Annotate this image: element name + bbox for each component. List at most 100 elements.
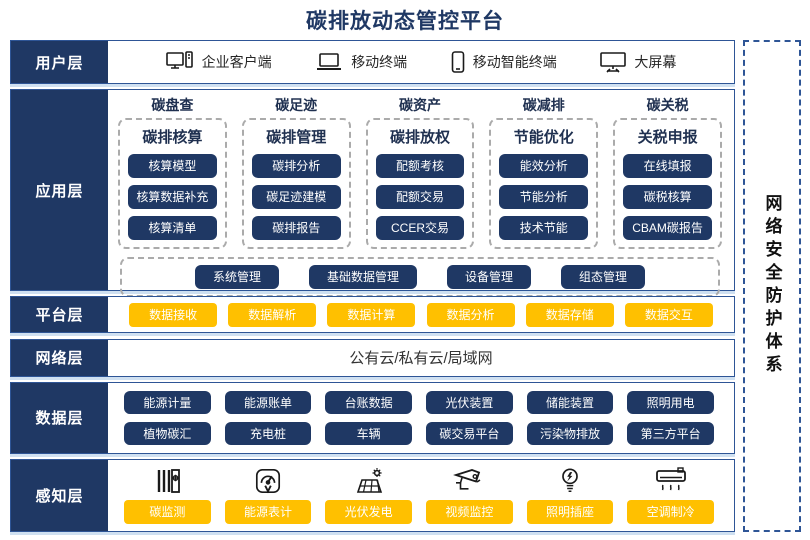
platform-layer-section: 平台层 数据接收 数据解析 数据计算 数据分析 数据存储 数据交互 (10, 296, 735, 334)
app-common-module-button: 设备管理 (447, 265, 532, 290)
data-source-button: 充电桩 (224, 421, 312, 445)
network-layer-label: 网络层 (11, 339, 108, 376)
app-column-box: 碳排核算 核算模型 核算数据补充 核算清单 (118, 118, 227, 250)
user-item-smart-terminal: 移动智能终端 (451, 51, 557, 73)
user-item-label: 移动智能终端 (472, 54, 557, 70)
perception-item-label: 光伏发电 (325, 499, 412, 524)
user-item-label: 企业客户端 (201, 54, 272, 70)
cctv-camera-icon (453, 465, 485, 497)
perception-item-label: 空调制冷 (627, 499, 714, 524)
perception-layer-content: 碳监测 能源表计 光伏发电 视频监控 (108, 460, 734, 531)
page-title: 碳排放动态管控平台 (306, 10, 504, 33)
app-module-button: CCER交易 (375, 216, 465, 241)
perception-item-label: 碳监测 (124, 499, 211, 524)
data-source-button: 植物碳汇 (124, 421, 211, 445)
app-common-module-button: 系统管理 (194, 265, 279, 290)
app-module-button: 在线填报 (623, 154, 712, 179)
data-layer-label: 数据层 (11, 382, 108, 453)
perception-item-energy-meter: 能源表计 (224, 465, 312, 524)
app-common-module-button: 基础数据管理 (308, 265, 417, 290)
app-column-header: 碳资产 (398, 97, 441, 114)
carbon-monitor-icon (153, 465, 181, 497)
diagram-body: 用户层 企业客户端 移动终端 移动智能终端 (10, 40, 801, 532)
data-source-button: 能源账单 (224, 390, 312, 414)
perception-item-carbon-monitor: 碳监测 (124, 465, 211, 524)
perception-item-air-conditioner: 空调制冷 (627, 465, 714, 524)
user-layer-section: 用户层 企业客户端 移动终端 移动智能终端 (10, 40, 735, 84)
data-source-button: 碳交易平台 (425, 421, 513, 445)
app-common-module-button: 组态管理 (561, 265, 646, 290)
perception-item-label: 视频监控 (425, 499, 513, 524)
app-column-subtitle: 关税申报 (637, 129, 698, 147)
app-layer-label: 应用层 (11, 90, 108, 291)
perception-item-label: 照明插座 (526, 499, 614, 524)
app-module-button: 节能分析 (499, 185, 589, 210)
data-source-button: 车辆 (325, 421, 412, 445)
app-column-subtitle: 节能优化 (513, 129, 574, 147)
app-column-subtitle: 碳排核算 (142, 129, 203, 147)
perception-layer-label: 感知层 (11, 459, 108, 531)
perception-item-solar-power: 光伏发电 (325, 465, 412, 524)
app-common-modules-box: 系统管理 基础数据管理 设备管理 组态管理 (120, 257, 720, 298)
data-source-button: 照明用电 (627, 390, 714, 414)
user-layer-label: 用户层 (11, 41, 108, 83)
perception-item-light-socket: 照明插座 (526, 465, 614, 524)
app-column-box: 节能优化 能效分析 节能分析 技术节能 (489, 118, 599, 250)
desktop-pc-icon (165, 51, 194, 73)
app-column-header: 碳足迹 (275, 97, 318, 114)
network-layer-content: 公有云/私有云/局域网 (349, 350, 493, 368)
user-item-label: 移动终端 (351, 54, 408, 70)
app-column-box: 碳排放权 配额考核 配额交易 CCER交易 (365, 118, 475, 250)
app-module-button: 技术节能 (499, 216, 589, 241)
platform-item-button: 数据计算 (327, 302, 416, 327)
data-layer-section: 数据层 能源计量 能源账单 台账数据 光伏装置 储能装置 照明用电 植物碳汇 充… (10, 381, 735, 454)
network-security-box: 网络安全防护体系 (743, 40, 801, 532)
platform-item-button: 数据解析 (228, 302, 317, 327)
big-screen-icon (600, 51, 627, 73)
app-column-header: 碳减排 (522, 97, 565, 114)
perception-item-label: 能源表计 (224, 499, 312, 524)
light-socket-icon (559, 465, 581, 497)
app-module-button: 碳足迹建模 (251, 185, 341, 210)
app-module-button: 核算模型 (128, 154, 217, 179)
platform-item-button: 数据交互 (624, 302, 713, 327)
app-module-button: 配额交易 (375, 185, 465, 210)
solar-power-icon (353, 465, 385, 497)
app-column-carbon-asset: 碳资产 碳排放权 配额考核 配额交易 CCER交易 (365, 93, 475, 250)
app-column-header: 碳盘查 (151, 97, 194, 114)
app-module-button: 碳排报告 (251, 216, 341, 241)
data-source-button: 第三方平台 (627, 421, 714, 445)
perception-item-video-surveillance: 视频监控 (425, 465, 513, 524)
app-module-button: 碳排分析 (251, 154, 341, 179)
user-item-mobile-terminal: 移动终端 (315, 52, 407, 72)
app-module-button: 核算清单 (128, 216, 217, 241)
user-item-big-screen: 大屏幕 (600, 51, 676, 73)
app-module-button: CBAM碳报告 (623, 216, 712, 241)
energy-meter-icon (254, 465, 282, 497)
app-column-box: 碳排管理 碳排分析 碳足迹建模 碳排报告 (241, 118, 351, 250)
app-column-box: 关税申报 在线填报 碳税核算 CBAM碳报告 (613, 118, 722, 250)
data-source-button: 台账数据 (325, 390, 412, 414)
platform-layer-label: 平台层 (11, 297, 108, 333)
perception-layer-section: 感知层 碳监测 能源表计 光伏发电 (10, 458, 735, 532)
user-item-label: 大屏幕 (634, 54, 677, 70)
layer-stack: 用户层 企业客户端 移动终端 移动智能终端 (10, 40, 735, 532)
user-layer-content: 企业客户端 移动终端 移动智能终端 大屏幕 (108, 41, 734, 83)
app-column-subtitle: 碳排放权 (389, 129, 450, 147)
air-conditioner-icon (655, 465, 687, 497)
smartphone-icon (451, 51, 465, 73)
app-layer-content: 碳盘查 碳排核算 核算模型 核算数据补充 核算清单 碳足迹 碳排管理 (108, 90, 734, 298)
platform-item-button: 数据接收 (129, 302, 218, 327)
app-column-carbon-tariff: 碳关税 关税申报 在线填报 碳税核算 CBAM碳报告 (613, 93, 722, 250)
app-module-button: 核算数据补充 (128, 185, 217, 210)
app-column-header: 碳关税 (646, 97, 689, 114)
data-source-button: 储能装置 (526, 390, 614, 414)
network-security-label: 网络安全防护体系 (762, 194, 782, 378)
app-module-button: 配额考核 (375, 154, 465, 179)
laptop-icon (315, 52, 343, 72)
app-column-carbon-footprint: 碳足迹 碳排管理 碳排分析 碳足迹建模 碳排报告 (241, 93, 351, 250)
app-layer-section: 应用层 碳盘查 碳排核算 核算模型 核算数据补充 核算清单 (10, 89, 735, 298)
platform-item-button: 数据存储 (525, 302, 614, 327)
network-layer-section: 网络层 公有云/私有云/局域网 (10, 338, 735, 377)
data-source-button: 能源计量 (124, 390, 211, 414)
